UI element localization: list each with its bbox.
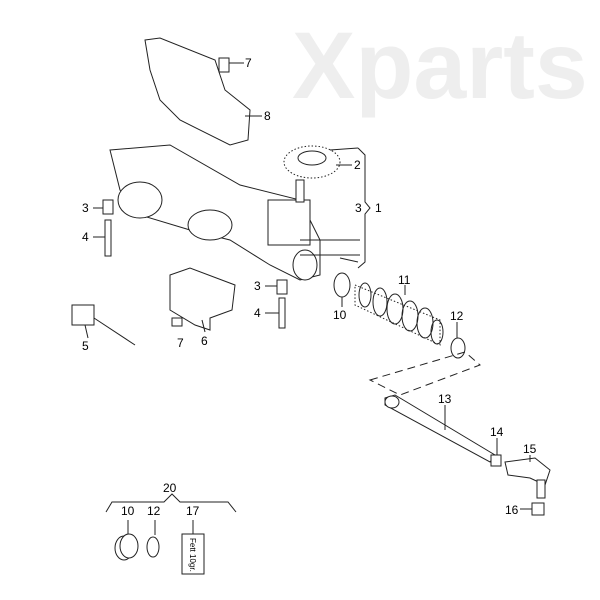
callout: 10 (121, 504, 135, 518)
callout: 12 (147, 504, 161, 518)
callout: 7 (245, 56, 252, 70)
bolt (171, 317, 183, 327)
bolt (278, 297, 286, 329)
callout: 17 (186, 504, 200, 518)
callout: 14 (490, 425, 504, 439)
grease-packet (181, 533, 205, 575)
watermark: Xparts (292, 13, 588, 119)
heat-shield-small (169, 267, 236, 331)
callout: 4 (82, 230, 89, 244)
steering-rack (109, 144, 360, 281)
callout: 4 (254, 306, 261, 320)
callout: 11 (398, 273, 411, 287)
callout: 3 (82, 201, 89, 215)
callout: 16 (505, 503, 519, 517)
callout: 6 (201, 334, 208, 348)
grease-label: Fett 10gr. (188, 538, 197, 572)
callout-labels: 7 8 2 3 1 3 4 3 4 11 10 12 5 7 6 13 14 1… (82, 56, 537, 518)
hose-clamp (450, 337, 466, 359)
bushing (276, 279, 288, 295)
callout: 3 (254, 279, 261, 293)
callout: 1 (375, 201, 382, 215)
callout: 8 (264, 109, 271, 123)
lock-nut (490, 454, 502, 467)
nut (531, 502, 545, 516)
callout: 12 (450, 309, 464, 323)
heat-shield (144, 37, 251, 146)
assembly-brace (357, 147, 371, 269)
callout: 13 (438, 392, 452, 406)
callout: 10 (333, 308, 347, 322)
callout: 15 (523, 442, 537, 456)
sensor-connector (71, 304, 95, 326)
callout: 2 (354, 158, 361, 172)
callout: 7 (177, 336, 184, 350)
bushing (102, 199, 114, 215)
callout: 20 (163, 481, 177, 495)
steering-boot (354, 284, 441, 346)
callout: 5 (82, 339, 89, 353)
hose-clamp (333, 272, 351, 298)
bolt (104, 219, 112, 257)
bolt (218, 57, 230, 73)
callout: 3 (355, 201, 362, 215)
hose-clamp (146, 536, 160, 558)
kit-brace (105, 493, 237, 513)
